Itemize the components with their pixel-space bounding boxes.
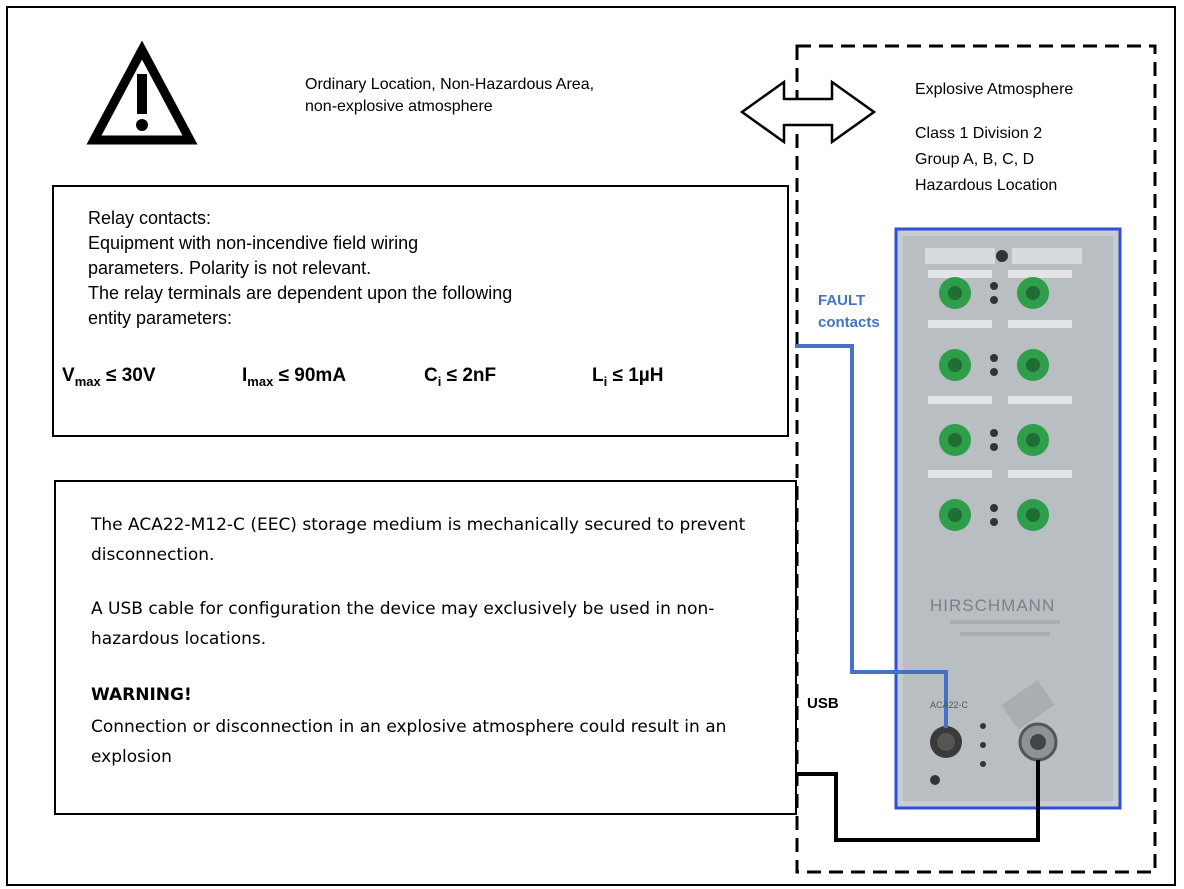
relay-line-1: Relay contacts: bbox=[88, 208, 212, 228]
device-port-label: ACA22-C bbox=[930, 700, 969, 710]
diagram-frame bbox=[6, 6, 1176, 886]
relay-line-2: Equipment with non-incendive field wirin… bbox=[88, 233, 419, 253]
param-vmax: Vmax ≤ 30V bbox=[62, 365, 156, 389]
param-imax: Imax ≤ 90mA bbox=[242, 365, 347, 389]
param-li: Li ≤ 1µH bbox=[592, 365, 664, 389]
warning-triangle-icon bbox=[86, 40, 198, 145]
relay-contacts-box: Relay contacts: Equipment with non-incen… bbox=[52, 185, 789, 437]
ordinary-location-line1: Ordinary Location, Non-Hazardous Area, bbox=[305, 76, 595, 93]
hazardous-area-boundary bbox=[795, 44, 1157, 874]
hazardous-title: Explosive Atmosphere bbox=[915, 81, 1074, 98]
warning-text: Connection or disconnection in an explos… bbox=[91, 717, 727, 767]
usb-label: USB bbox=[807, 695, 839, 712]
hazardous-location: Hazardous Location bbox=[915, 177, 1058, 194]
relay-line-4: The relay terminals are dependent upon t… bbox=[88, 283, 513, 303]
usb-wire bbox=[794, 760, 1040, 842]
fault-contacts-label: FAULT contacts bbox=[818, 292, 880, 331]
relay-line-5: entity parameters: bbox=[88, 308, 233, 328]
param-ci: Ci ≤ 2nF bbox=[424, 365, 497, 389]
ordinary-location-text: Ordinary Location, Non-Hazardous Area, n… bbox=[305, 74, 725, 118]
relay-line-3: parameters. Polarity is not relevant. bbox=[88, 258, 372, 278]
device-image bbox=[894, 227, 1122, 810]
hazardous-class: Class 1 Division 2 bbox=[915, 125, 1043, 142]
warning-title: WARNING! bbox=[91, 685, 192, 705]
fault-wire bbox=[795, 344, 948, 728]
storage-paragraph-1: The ACA22-M12-C (EEC) storage medium is … bbox=[91, 515, 746, 565]
hazardous-group: Group A, B, C, D bbox=[915, 151, 1035, 168]
ordinary-location-line2: non-explosive atmosphere bbox=[305, 98, 493, 115]
device-brand-label: HIRSCHMANN bbox=[930, 596, 1056, 615]
storage-warning-box: The ACA22-M12-C (EEC) storage medium is … bbox=[54, 480, 797, 815]
double-arrow-icon bbox=[739, 79, 877, 145]
storage-paragraph-2: A USB cable for configuration the device… bbox=[91, 599, 715, 649]
ethernet-ports bbox=[928, 270, 1072, 531]
